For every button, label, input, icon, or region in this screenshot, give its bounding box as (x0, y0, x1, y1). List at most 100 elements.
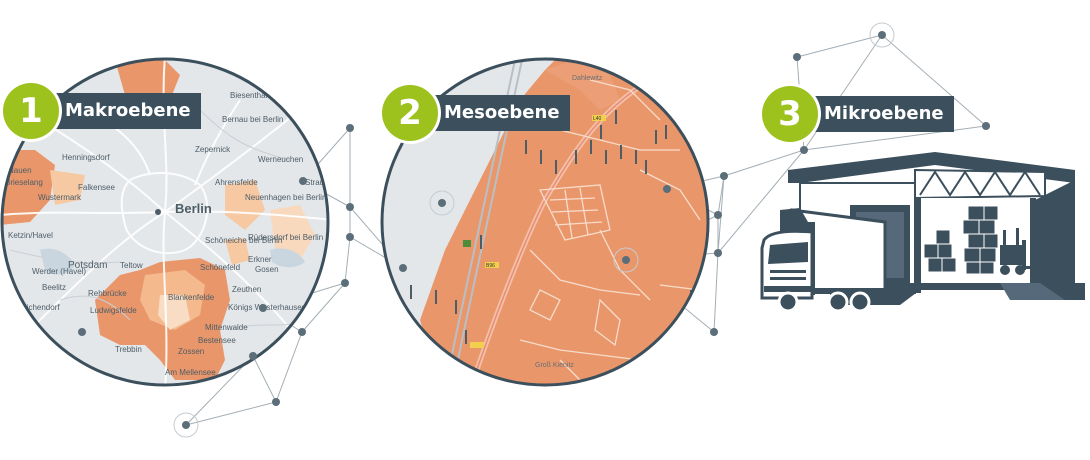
network-node-icon (259, 304, 267, 312)
network-node-ring (613, 247, 639, 273)
wind-turbine-marker (590, 140, 592, 154)
map-place-label: Schöneiche bei Berlin (205, 236, 282, 245)
wind-turbine-marker (455, 300, 457, 314)
map-place-label: Zepernick (195, 145, 231, 154)
wind-turbine-marker (525, 140, 527, 154)
wind-turbine-marker (645, 160, 647, 174)
wind-turbine-marker (465, 330, 467, 344)
meso-orange-area (420, 59, 708, 385)
shelf-icon (1044, 221, 1074, 273)
map-place-label: Zossen (178, 347, 204, 356)
wind-turbine-marker (655, 130, 657, 144)
network-node-icon (346, 124, 354, 132)
network-edge (796, 34, 883, 58)
network-node-icon (878, 31, 886, 39)
network-node-icon (272, 398, 280, 406)
map-place-label: Berlin (175, 201, 212, 216)
map-place-label: Gosen (255, 265, 279, 274)
map-place-label: Ketzin/Havel (8, 231, 53, 240)
region-east-light (225, 180, 265, 230)
forklift-icon (1000, 228, 1038, 275)
network-node-icon (346, 203, 354, 211)
level-label-mesoebene: Mesoebene (432, 95, 570, 131)
truck-icon (760, 208, 887, 313)
network-edge (185, 355, 254, 426)
meso-map-border (380, 57, 710, 387)
map-place-label: Rüdersdorf bei Berlin (248, 233, 323, 242)
wind-turbine-marker (555, 160, 557, 174)
map-place-label: Neuenhagen bei Berlin (245, 193, 326, 202)
level-label-mikroebene: Mikroebene (812, 96, 954, 132)
map-place-label: Potsdam (68, 260, 107, 271)
region-east-light-2 (270, 205, 315, 260)
map-place-label: Ahrensfelde (215, 178, 258, 187)
road-label: L40 (593, 116, 602, 122)
network-node-icon (663, 185, 671, 193)
map-place-label: Ludwigsfelde (90, 306, 137, 315)
map-place-label: Strausberg (305, 178, 344, 187)
network-edge (723, 149, 805, 177)
network-node-icon (714, 249, 722, 257)
network-node-icon (982, 122, 990, 130)
network-nodes (78, 22, 990, 438)
network-node-icon (346, 233, 354, 241)
map-place-label: Dahlewitz (572, 75, 603, 82)
network-edge (301, 282, 346, 333)
network-edge (185, 401, 277, 426)
macro-map-border (0, 57, 330, 387)
region-west (2, 150, 55, 225)
wind-turbine-marker (615, 110, 617, 124)
network-edge (275, 331, 303, 403)
level-number-3: 3 (762, 86, 818, 142)
network-node-icon (793, 53, 801, 61)
map-place-label: Bernau bei Berlin (222, 115, 283, 124)
network-node-icon (800, 146, 808, 154)
map-place-label: Brieselang (5, 178, 43, 187)
region-south-light-2 (225, 238, 250, 265)
wind-turbine-marker (620, 145, 622, 159)
wind-turbine-marker (435, 290, 437, 304)
map-place-label: Blankenfelde (168, 293, 215, 302)
level-number-1: 1 (3, 83, 59, 139)
level-badge-mesoebene: 2 Mesoebene (382, 85, 570, 141)
map-place-label: Trebbin (115, 345, 142, 354)
network-node-ring (429, 190, 455, 216)
map-place-label: Am Mellensee (165, 368, 216, 377)
level-badge-mikroebene: 3 Mikroebene (762, 86, 954, 142)
map-place-label: Nauen (8, 166, 32, 175)
pallet-boxes-icon (923, 205, 999, 275)
map-place-label: Biesenthal (230, 91, 268, 100)
wind-turbine-marker (540, 150, 542, 164)
network-node-icon (399, 264, 407, 272)
level-number-2: 2 (382, 85, 438, 141)
map-place-label: Schönefeld (200, 263, 240, 272)
network-node-icon (182, 421, 190, 429)
network-node-icon (720, 172, 728, 180)
network-node-icon (341, 279, 349, 287)
map-place-label: Bestensee (198, 336, 236, 345)
network-node-icon (299, 177, 307, 185)
network-node-icon (714, 211, 722, 219)
wind-turbine-marker (480, 235, 482, 249)
network-edge (803, 125, 987, 151)
wind-turbine-marker (665, 125, 667, 139)
wind-turbine-marker (635, 150, 637, 164)
network-edge (252, 355, 277, 403)
map-place-label: Erkner (248, 255, 272, 264)
network-edge (881, 34, 987, 127)
map-place-label: Werder (Havel) (32, 267, 86, 276)
network-edge (717, 149, 805, 254)
macro-map: BiesenthalOranienburgBernau bei BerlinHe… (2, 59, 344, 385)
network-edge (344, 236, 351, 284)
map-place-label: Wustermark (38, 193, 82, 202)
map-place-label: Teltow (120, 261, 143, 270)
network-node-icon (710, 328, 718, 336)
map-place-label: Falkensee (78, 183, 115, 192)
region-west-light (50, 170, 85, 205)
wind-turbine-marker (410, 285, 412, 299)
network-node-icon (249, 352, 257, 360)
map-place-label: Königs Wusterhausen (228, 303, 306, 312)
map-place-label: Henningsdorf (62, 153, 110, 162)
map-place-label: Beelitz (42, 283, 66, 292)
network-node-icon (78, 328, 86, 336)
